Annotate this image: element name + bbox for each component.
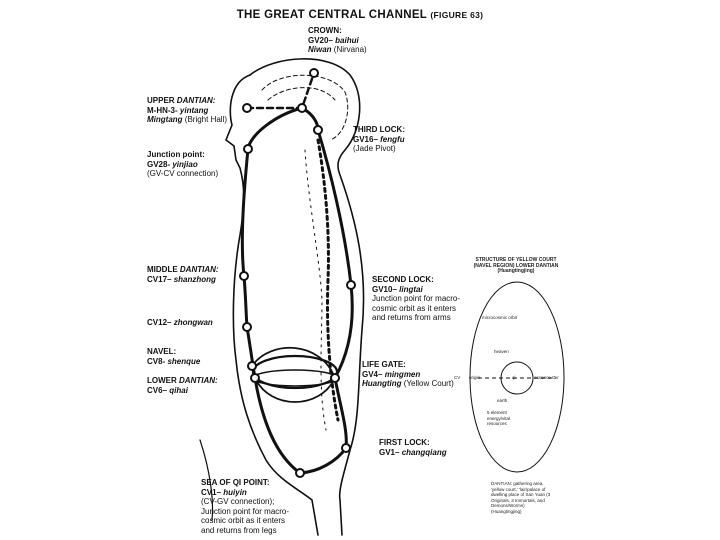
- yc-right-inner-label: essence: [534, 375, 551, 380]
- yc-left-outer-label: CV: [454, 375, 461, 380]
- diagram-title: THE GREAT CENTRAL CHANNEL (FIGURE 63): [236, 9, 484, 21]
- body-outline-front: [225, 74, 319, 536]
- point-zhongwan: [242, 322, 252, 332]
- point-huiyin: [295, 468, 305, 478]
- yc-lower-label: earth: [497, 398, 508, 403]
- point-fengfu: [313, 125, 323, 135]
- head-outline-back: [249, 58, 365, 536]
- yellow-court-title: STRUCTURE OF YELLOW COURT(NAVEL REGION) …: [473, 257, 559, 274]
- conception-vessel: [240, 106, 304, 475]
- point-shanzhong: [239, 271, 249, 281]
- label-cv12: CV12– zhongwan: [147, 318, 213, 327]
- point-qihai: [250, 373, 260, 383]
- yc-caption: DANTIAN: gathering area,'yellow court,' …: [491, 481, 551, 514]
- point-yinjiao: [243, 144, 253, 154]
- point-mingmen: [330, 373, 340, 383]
- yc-upper-label: heaven: [494, 349, 509, 354]
- yc-top-label: microcosmic orbit: [482, 315, 518, 320]
- label-third-lock: THIRD LOCK:GV16– fengfu(Jade Pivot): [353, 125, 405, 153]
- label-first-lock: FIRST LOCK:GV1– changqiang: [379, 438, 447, 457]
- point-shenque: [247, 361, 257, 371]
- label-navel: NAVEL:CV8- shenque: [147, 347, 201, 366]
- yc-right-outer-label: GV: [552, 375, 559, 380]
- label-lower-dantian: LOWER DANTIAN:CV6– qihai: [147, 376, 218, 395]
- yc-center-label: qi: [512, 375, 516, 380]
- point-crown: [309, 68, 319, 78]
- yc-left-inner-label: origin: [469, 375, 481, 380]
- label-middle-dantian: MIDDLE DANTIAN:CV17– shanzhong: [147, 265, 219, 284]
- yellow-court-ellipse: [469, 281, 565, 473]
- arm-line: [199, 439, 214, 521]
- label-junction-point: Junction point:GV28- yinjiao(GV-CV conne…: [147, 150, 219, 178]
- point-changqiang: [341, 443, 351, 453]
- governing-vessel: [298, 106, 354, 475]
- point-lingtai: [346, 280, 356, 290]
- point-yintang: [242, 103, 252, 113]
- point-center: [297, 103, 307, 113]
- label-sea-of-qi: SEA OF QI POINT:CV1– huiyin(CV-GV connec…: [201, 478, 290, 535]
